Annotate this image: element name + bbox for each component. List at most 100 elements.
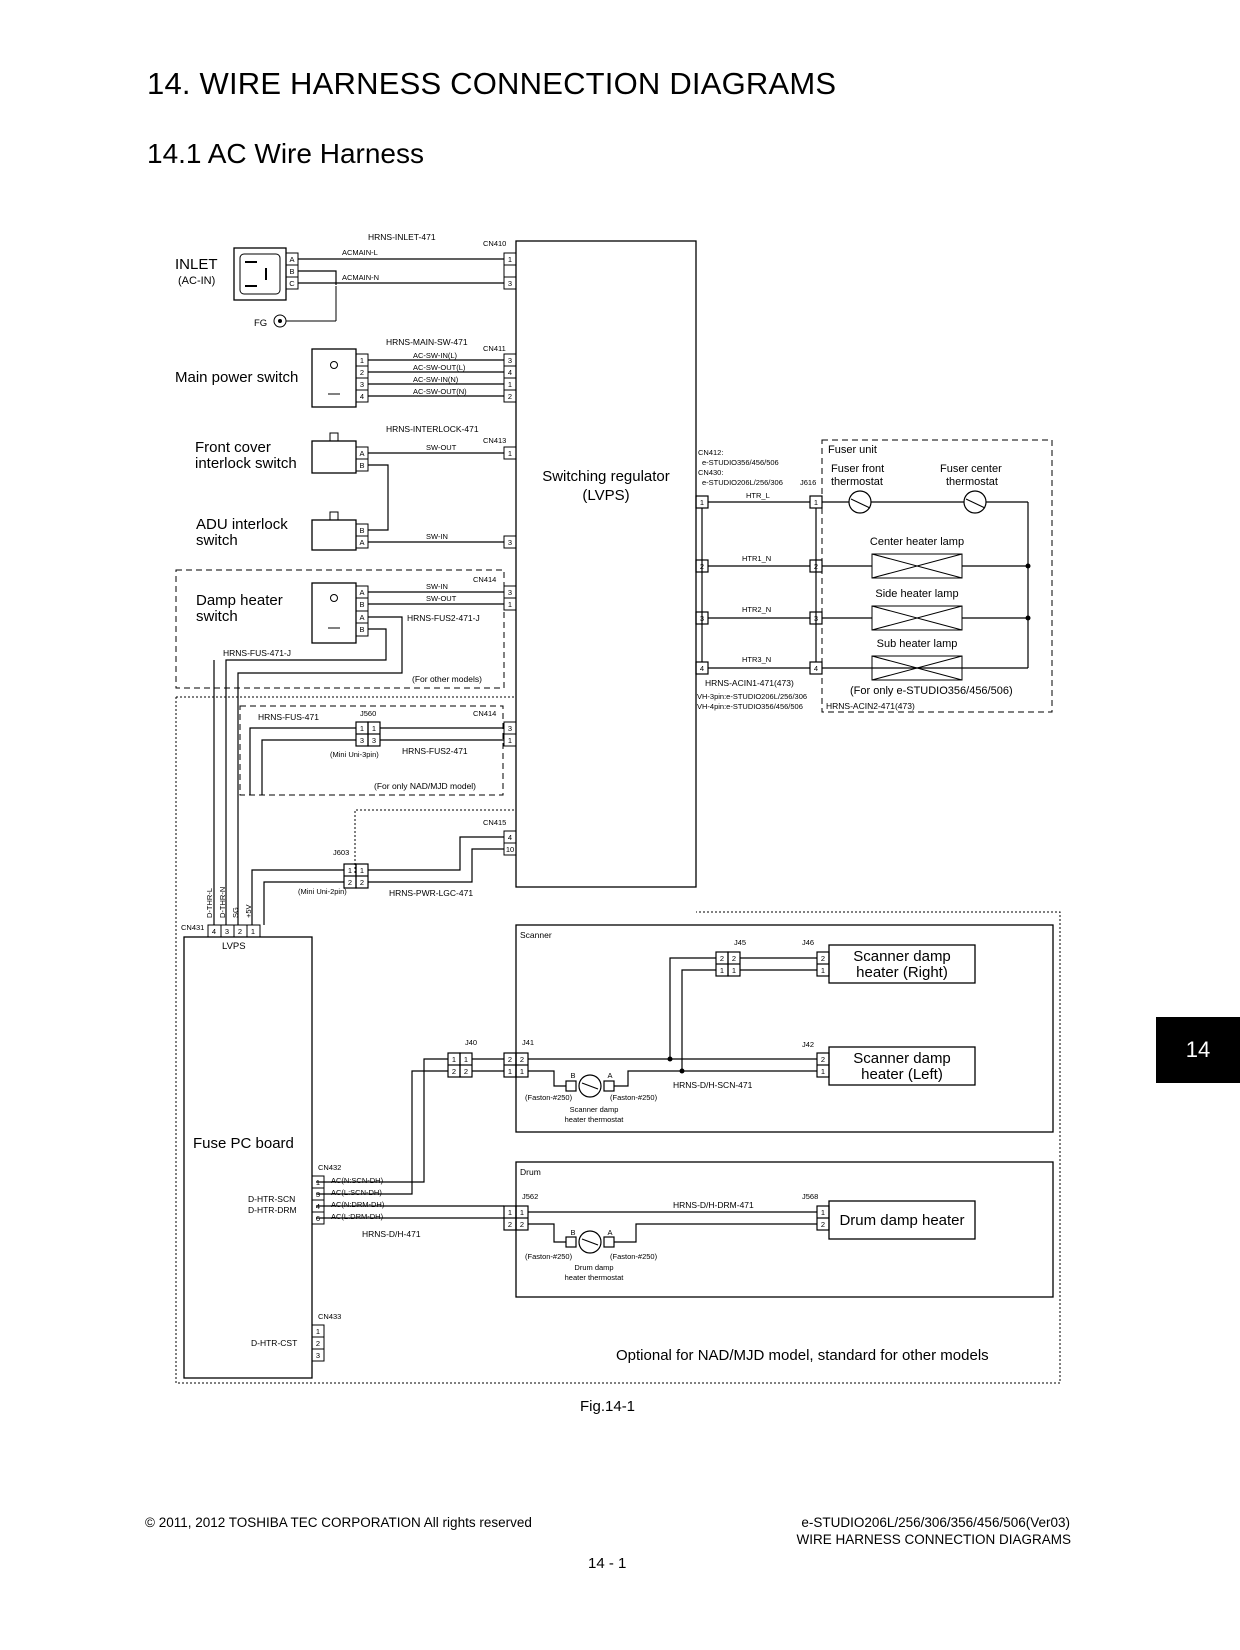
pin-label: 1 <box>821 966 825 975</box>
pin-label: 2 <box>720 954 724 963</box>
pin-label: B <box>359 600 364 609</box>
pin-label: 2 <box>732 954 736 963</box>
faston-label: (Faston-#250) <box>525 1252 573 1261</box>
pin-label: 3 <box>372 736 376 745</box>
wire-label: HTR3_N <box>742 655 771 664</box>
connector-label: e-STUDIO206L/256/306 <box>702 478 783 487</box>
fuser-front-label-2: thermostat <box>831 476 883 488</box>
front-cover-switch-icon <box>311 432 369 474</box>
chapter-tab[interactable]: 14 <box>1156 1017 1240 1083</box>
pin-label: 2 <box>700 562 704 571</box>
pin-label: 2 <box>821 1220 825 1229</box>
front-cover-label-1: Front cover <box>195 439 271 456</box>
fg-terminal-icon <box>273 286 337 328</box>
pin-label: 1 <box>316 1178 320 1187</box>
pin-label: 1 <box>360 724 364 733</box>
pin-label: C <box>289 279 295 288</box>
wire-label: +5V <box>244 904 253 918</box>
connector-label: J560 <box>360 709 376 718</box>
pin-label: 1 <box>348 866 352 875</box>
pin-label: 1 <box>452 1055 456 1064</box>
wire-label: ACMAIN-N <box>342 273 379 282</box>
pin-label: B <box>359 461 364 470</box>
wire-label: AC-SW-IN(N) <box>413 375 459 384</box>
inlet-sub-label: (AC-IN) <box>178 275 215 287</box>
wire-label: SG <box>231 907 240 918</box>
harness-label: HRNS-FUS-471 <box>258 712 319 722</box>
wire-label: D-THR-L <box>205 888 214 918</box>
pin-label: 1 <box>316 1327 320 1336</box>
pin-label: 2 <box>316 1339 320 1348</box>
faston-label: (Faston-#250) <box>610 1252 658 1261</box>
main-switch-label: Main power switch <box>175 369 298 386</box>
connector-label: e-STUDIO356/456/506 <box>702 458 779 467</box>
harness-label: HRNS-INLET-471 <box>368 232 436 242</box>
connector-label: (Mini Uni-3pin) <box>330 750 379 759</box>
fuser-unit-label: Fuser unit <box>828 444 877 456</box>
harness-label: HRNS-FUS2-471-J <box>407 613 480 623</box>
fuser-center-label-1: Fuser center <box>940 463 1002 475</box>
wire-label: AC-SW-OUT(L) <box>413 363 466 372</box>
wire-label: SW-OUT <box>426 594 457 603</box>
connector-label: J42 <box>802 1040 814 1049</box>
pin-label: 1 <box>372 724 376 733</box>
wire-label: SW-IN <box>426 582 448 591</box>
wire-label: AC-SW-IN(L) <box>413 351 458 360</box>
connector-label: CN412: <box>698 448 723 457</box>
note-label: (For only e-STUDIO356/456/506) <box>850 685 1013 697</box>
wire-label: ACMAIN-L <box>342 248 378 257</box>
pin-label: 3 <box>508 588 512 597</box>
pin-label: 2 <box>814 562 818 571</box>
pin-label: 2 <box>821 954 825 963</box>
scan-thermo-label-1: Scanner damp <box>570 1105 619 1114</box>
main-power-switch-icon <box>311 348 369 408</box>
fuser-front-label-1: Fuser front <box>831 463 884 475</box>
pin-label: 2 <box>452 1067 456 1076</box>
pin-label: B <box>289 267 294 276</box>
pin-label: A <box>289 255 294 264</box>
signal-label: D-HTR-CST <box>251 1338 297 1348</box>
pin-label: 3 <box>508 538 512 547</box>
connector-label: J603 <box>333 848 349 857</box>
drum-thermo-label-2: heater thermostat <box>565 1273 625 1282</box>
connector-label: CN410 <box>483 239 506 248</box>
harness-label: HRNS-ACIN1-471(473) <box>705 678 794 688</box>
pin-label: 6 <box>316 1214 320 1223</box>
scan-right-label-2: heater (Right) <box>856 964 948 981</box>
pin-label: B <box>359 526 364 535</box>
note-label: VH-4pin:e-STUDIO356/456/506 <box>697 702 803 711</box>
pin-label: 4 <box>814 664 818 673</box>
scan-right-label-1: Scanner damp <box>853 948 951 965</box>
pin-label: 1 <box>814 498 818 507</box>
side-lamp-label: Side heater lamp <box>875 588 958 600</box>
sub-lamp-label: Sub heater lamp <box>877 638 958 650</box>
footer-model: e-STUDIO206L/256/306/356/456/506(Ver03) <box>801 1515 1070 1530</box>
note-label: VH-3pin:e-STUDIO206L/256/306 <box>697 692 807 701</box>
fg-label: FG <box>254 318 267 329</box>
page-title: 14. WIRE HARNESS CONNECTION DIAGRAMS <box>147 66 837 101</box>
pin-label: A <box>359 449 364 458</box>
pin-label: 4 <box>508 368 512 377</box>
harness-label: HRNS-D/H-471 <box>362 1229 421 1239</box>
lvps-small-label: LVPS <box>222 941 246 952</box>
harness-label: HRNS-MAIN-SW-471 <box>386 337 468 347</box>
front-cover-label-2: interlock switch <box>195 455 297 472</box>
pin-label: 4 <box>508 833 512 842</box>
pin-label: 1 <box>508 255 512 264</box>
connector-label: J568 <box>802 1192 818 1201</box>
pin-label: B <box>570 1071 575 1080</box>
connector-label: J45 <box>734 938 746 947</box>
connector-label: CN415 <box>483 818 506 827</box>
pin-label: 2 <box>508 1055 512 1064</box>
signal-label: D-HTR-DRM <box>248 1205 297 1215</box>
harness-label: HRNS-FUS2-471 <box>402 746 468 756</box>
wire-label: HTR_L <box>746 491 770 500</box>
scan-left-label-1: Scanner damp <box>853 1050 951 1067</box>
pin-label: 1 <box>508 1067 512 1076</box>
inlet-socket <box>233 247 299 301</box>
nad-mjd-region <box>239 705 504 796</box>
pin-label: 1 <box>464 1055 468 1064</box>
signal-label: D-HTR-SCN <box>248 1194 295 1204</box>
pin-label: 4 <box>316 1202 320 1211</box>
connector-label: J46 <box>802 938 814 947</box>
